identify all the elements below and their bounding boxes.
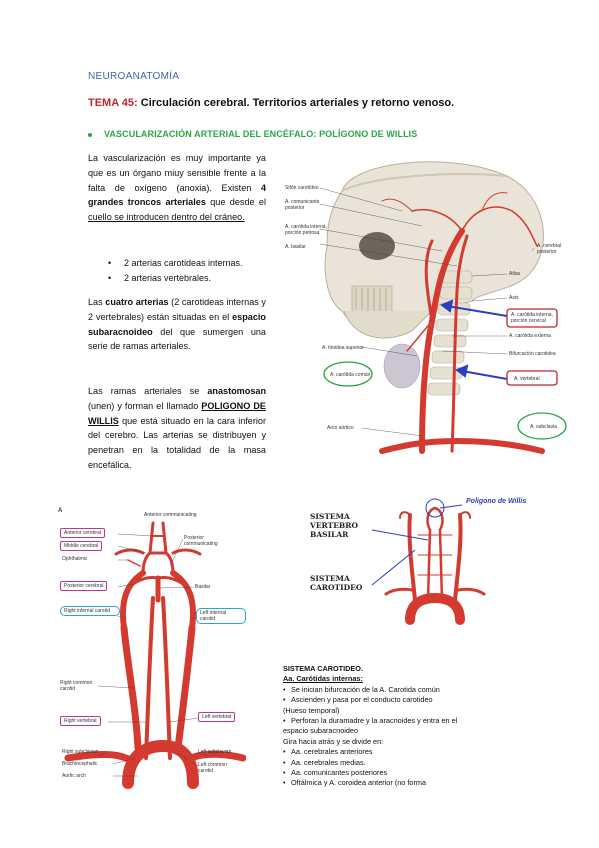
para3-text2: (unen) y forman el llamado [88, 400, 202, 411]
label-carotida-petrosa: A. carótida interna, porción petrosa [285, 224, 327, 236]
label-brachiocephalic: Brachiocephalic [62, 761, 98, 767]
label-atlas: Atlas [509, 271, 521, 277]
figure-letter: A [58, 508, 63, 514]
para3-bold-underline: POLIGONO DE WILLIS [88, 400, 266, 426]
label-anterior-communicating: Anterior communicating [144, 512, 197, 518]
carotid-list-2: Perforan la duramadre y la aracnoides y … [283, 716, 483, 737]
label-basilar: Basilar [195, 584, 211, 590]
list-item: 2 arterias carotideas internas. [108, 256, 243, 271]
label-sistema-vertebro-basilar: SISTEMA VERTEBRO BASILAR [310, 512, 359, 539]
list-item: Ascienden y pasa por el conducto carotid… [283, 695, 483, 705]
label-left-internal-carotid: Left internal carotid [196, 608, 246, 624]
para1-text2: que desde el [205, 197, 266, 208]
label-left-vertebral: Left vertebral [198, 712, 236, 722]
label-sifon: Sifón carotídeo [285, 185, 319, 191]
subheading: VASCULARIZACIÓN ARTERIAL DEL ENCÉFALO: P… [88, 129, 417, 139]
list-item: Aa. cerebrales anteriores [283, 747, 483, 757]
list-item: Se inician bifurcación de la A. Carotida… [283, 685, 483, 695]
label-axis: Axis [509, 295, 519, 301]
carotid-branches: Aa. cerebrales anteriores Aa. cerebrales… [283, 747, 483, 789]
label-left-subclavian: Left subclavian [198, 749, 232, 755]
carotid-system-text: SISTEMA CAROTIDEO. Aa. Carótidas interna… [283, 664, 483, 789]
willis-diagram: A Anterior communicating Anterior cerebr… [58, 508, 247, 792]
label-posterior-communicating: Posterior communicating [184, 535, 218, 547]
label-right-internal-carotid: Right internal carotid [60, 606, 120, 616]
label-aortic-arch: Aortic arch [62, 773, 86, 779]
para1-underline: cuello se introducen dentro del cráneo. [88, 212, 245, 223]
para2-bold: cuatro arterias [105, 297, 169, 307]
list-item: Perforan la duramadre y la aracnoides y … [283, 716, 483, 737]
carotid-title: SISTEMA CAROTIDEO. [283, 664, 363, 673]
label-bifurcacion: Bifurcación carotidea [509, 351, 556, 357]
carotid-note: (Hueso temporal) [283, 705, 340, 715]
para2-text3: del que sumergen una serie de ramas arte… [88, 326, 266, 352]
label-arco-aortico: Arco aórtico [327, 425, 354, 431]
para1-bold: 4 grandes troncos arteriales [88, 182, 266, 208]
topic-heading: TEMA 45: Circulación cerebral. Territori… [88, 97, 454, 109]
willis-arteries-illustration [64, 521, 247, 789]
label-right-vertebral: Right vertebral [60, 716, 101, 726]
topic-number: TEMA 45: [88, 97, 138, 109]
para2-text2: (2 carotideas internas y 2 vertebrales) … [88, 297, 266, 322]
para3-text: Las ramas arteriales se [88, 386, 208, 396]
label-vertebral: A. vertebral [514, 376, 540, 382]
system-arteries-illustration [371, 498, 486, 625]
label-right-subclavian: Right subclavian [62, 749, 99, 755]
system-diagram: Polígono de Willis SISTEMA VERTEBRO BASI… [300, 490, 540, 635]
list-item: Oftálmica y A. coroidea anterior (no for… [283, 778, 483, 788]
list-item: Aa. comunicantes posteriores [283, 768, 483, 778]
list-item: Aa. cerebrales medias. [283, 758, 483, 768]
para1-text: La vascularización es muy importante ya … [88, 153, 266, 193]
para3-bold: anastomosan [207, 386, 266, 396]
label-poligono-willis: Polígono de Willis [466, 498, 527, 505]
artery-list: 2 arterias carotideas internas. 2 arteri… [108, 256, 243, 286]
label-anterior-cerebral: Anterior cerebral [60, 528, 105, 538]
carotid-note-2: Gira hacia atrás y se divide en: [283, 736, 384, 746]
label-tiroidea: A. tiroidea superior [322, 345, 364, 351]
label-ophthalmic: Ophthalmic [62, 556, 88, 562]
carotid-subtitle: Aa. Carótidas internas: [283, 674, 363, 684]
label-comunicante: A. comunicante posterior [285, 199, 320, 211]
label-middle-cerebral: Middle cerebral [60, 541, 103, 551]
label-carotida-comun: A. carótida común [330, 372, 371, 378]
label-carotida-cervical: A. carótida interna, porción cervical [511, 312, 553, 324]
topic-title: Circulación cerebral. Territorios arteri… [137, 97, 455, 109]
para2-text: Las [88, 297, 106, 307]
carotid-list: Se inician bifurcación de la A. Carotida… [283, 685, 483, 706]
paragraph-intro: La vascularización es muy importante ya … [88, 151, 266, 225]
section-label: NEUROANATOMÍA [88, 71, 180, 82]
label-carotida-externa: A. carótida externa [509, 333, 551, 339]
label-subclavia: A. subclavia [530, 424, 557, 430]
label-cerebral-posterior: A. cerebral posterior [537, 243, 562, 255]
para3-text3: que está situado en la cara inferior del… [88, 415, 266, 470]
label-left-common-carotid: Left common carotid [198, 762, 227, 774]
label-basilar: A. basilar [285, 244, 306, 250]
subheading-text: VASCULARIZACIÓN ARTERIAL DEL ENCÉFALO: P… [104, 129, 418, 139]
label-posterior-cerebral: Posterior cerebral [60, 581, 108, 591]
paragraph-willis: Las ramas arteriales se anastomosan (une… [88, 384, 266, 473]
paragraph-arteries: Las cuatro arterias (2 carotideas intern… [88, 295, 266, 354]
label-sistema-carotideo: SISTEMA CAROTIDEO [310, 574, 363, 592]
label-right-common-carotid: Right common carotid [60, 680, 93, 692]
skull-illustration [319, 161, 567, 454]
bullet-icon [88, 132, 92, 137]
para2-bold2: espacio subaracnoideo [88, 311, 266, 337]
skull-neck-figure: Sifón carotídeo A. comunicante posterior… [282, 151, 572, 457]
list-item: 2 arterias vertebrales. [108, 271, 243, 286]
